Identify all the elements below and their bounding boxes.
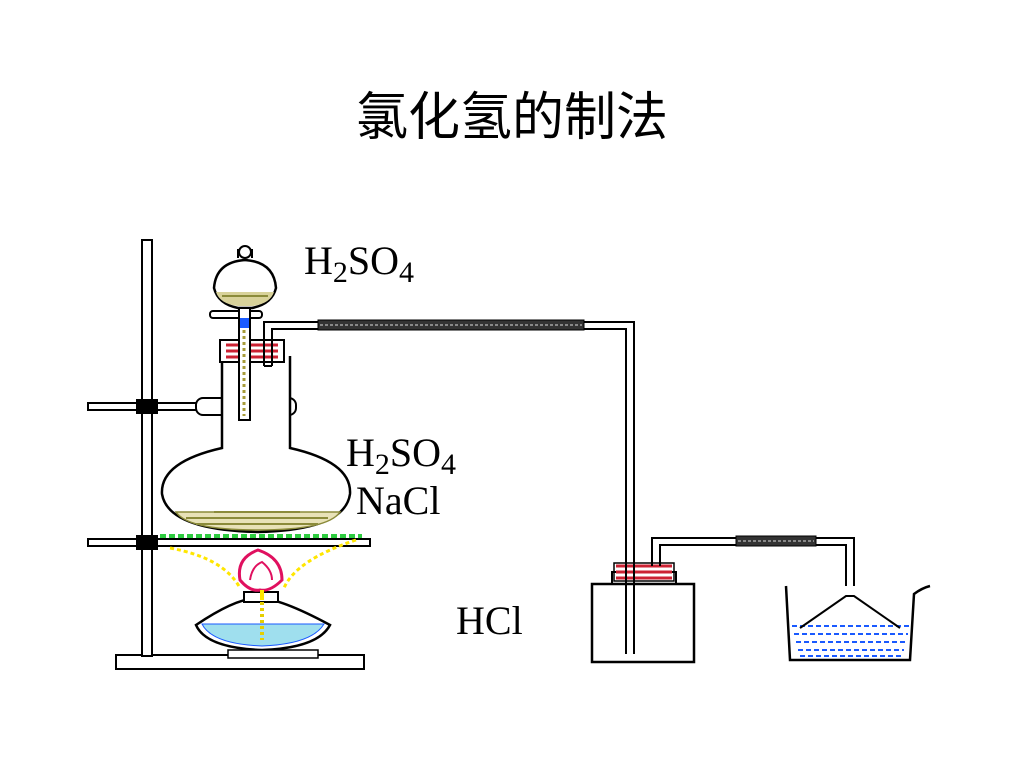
beaker-water [792, 625, 910, 657]
funnel-reagent-label: H2SO4 [304, 238, 414, 289]
collector-label: HCl [456, 598, 523, 643]
stand-rod [141, 239, 153, 657]
flask-liquid [174, 511, 342, 531]
collection-bottle [590, 562, 696, 664]
upper-clamp-boss [136, 399, 158, 414]
ring-support-boss [136, 535, 158, 550]
flask-acid-label: H2SO4 [346, 430, 456, 481]
separatory-funnel [209, 245, 278, 421]
flask-stopper [219, 339, 285, 363]
alcohol-lamp [194, 591, 332, 659]
funnel-stopcock [209, 310, 263, 319]
ring-support-arm [87, 538, 371, 547]
flame [169, 538, 357, 600]
funnel-stem [238, 307, 251, 421]
flask-salt-label: NaCl [356, 478, 440, 523]
beaker [784, 584, 931, 662]
inverted-funnel [799, 595, 901, 629]
round-bottom-flask [160, 356, 352, 534]
slide-title: 氯化氢的制法 [355, 88, 668, 148]
